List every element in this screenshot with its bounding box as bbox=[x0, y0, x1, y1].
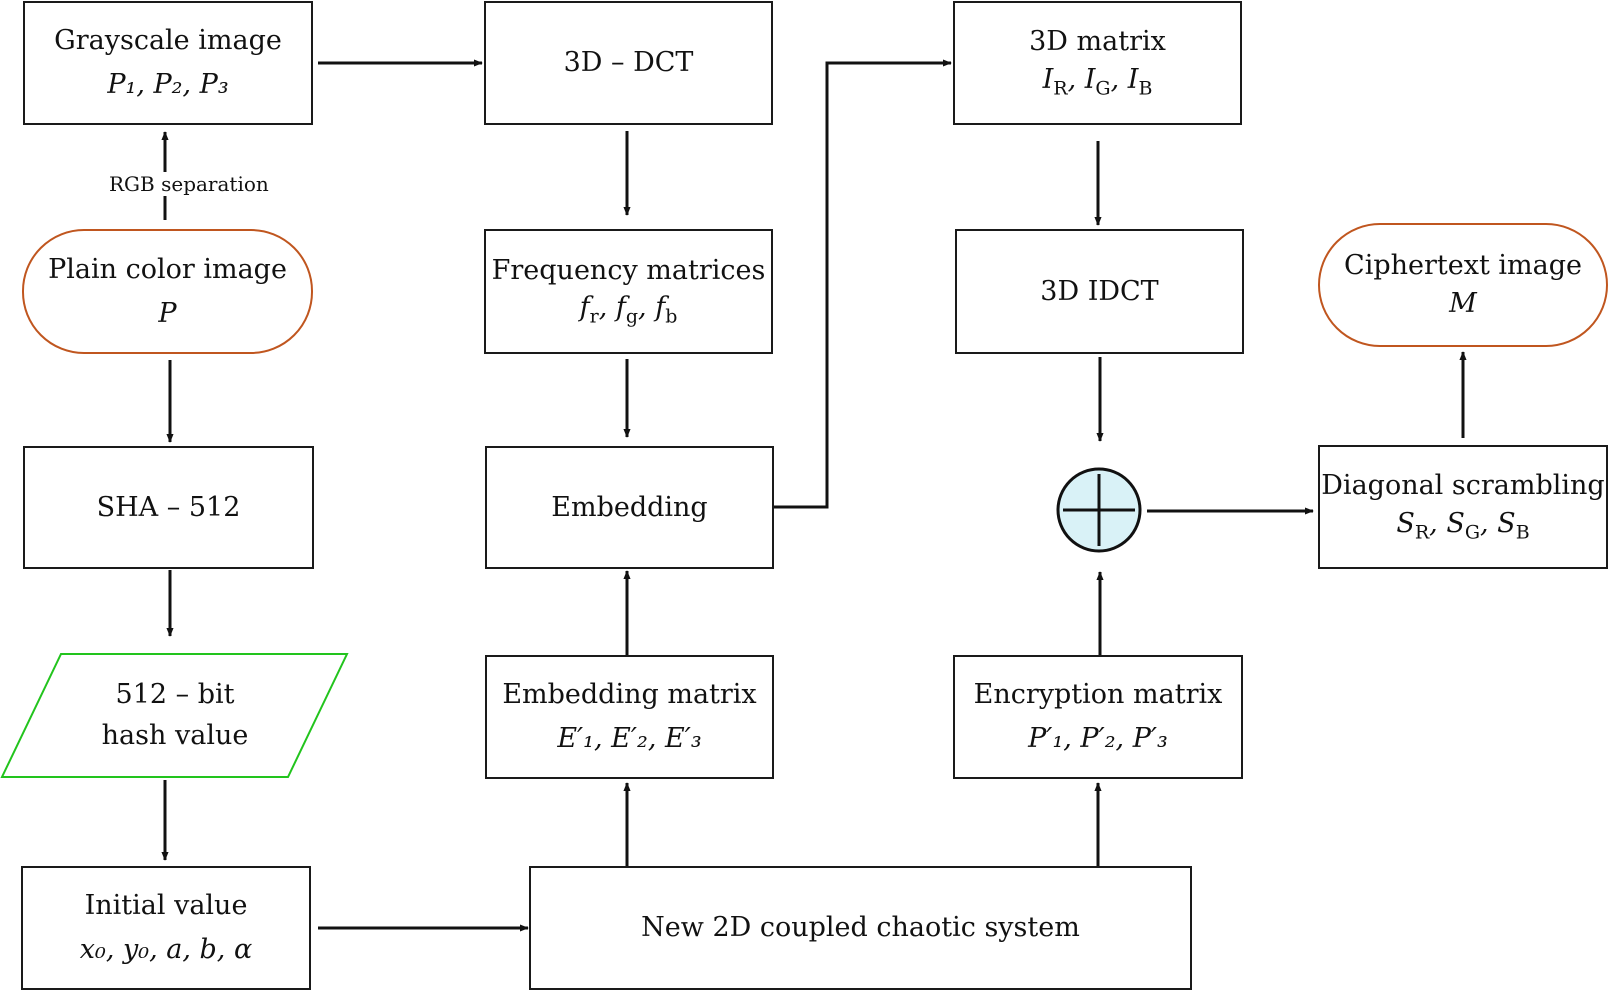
encryption-matrix-box: Encryption matrix P′₁, P′₂, P′₃ bbox=[953, 655, 1243, 779]
embmatrix-values: E′₁, E′₂, E′₃ bbox=[557, 723, 702, 754]
encmatrix-values: P′₁, P′₂, P′₃ bbox=[1028, 723, 1168, 754]
grayscale-image-box: Grayscale image P₁, P₂, P₃ bbox=[23, 1, 313, 125]
initial-value-box: Initial value x₀, y₀, a, b, α bbox=[21, 866, 311, 990]
plain-symbol: P bbox=[158, 297, 177, 329]
rgb-separation-label: RGB separation bbox=[107, 172, 271, 196]
diagonal-channels: SR, SG, SB bbox=[1396, 507, 1530, 544]
hash-value-label: 512 – bit hash value bbox=[61, 654, 289, 777]
freq-title: Frequency matrices bbox=[491, 254, 766, 286]
matrix3d-box: 3D matrix IR, IG, IB bbox=[953, 1, 1242, 125]
embmatrix-title: Embedding matrix bbox=[502, 679, 757, 711]
embedding-matrix-box: Embedding matrix E′₁, E′₂, E′₃ bbox=[485, 655, 774, 779]
dct-title: 3D – DCT bbox=[563, 47, 694, 79]
chaotic-title: New 2D coupled chaotic system bbox=[641, 912, 1080, 944]
chaotic-system-box: New 2D coupled chaotic system bbox=[529, 866, 1192, 990]
embedding-title: Embedding bbox=[551, 491, 708, 523]
embedding-box: Embedding bbox=[485, 446, 774, 569]
hash-line1: 512 – bit bbox=[115, 679, 235, 710]
hash-value-parallelogram bbox=[0, 653, 349, 778]
sha512-box: SHA – 512 bbox=[23, 446, 314, 569]
initial-title: Initial value bbox=[84, 890, 248, 922]
xor-operator-icon bbox=[1056, 467, 1142, 553]
matrix3d-channels: IR, IG, IB bbox=[1042, 63, 1153, 100]
plain-color-image-terminal: Plain color image P bbox=[22, 229, 313, 354]
freq-channels: fr, fg, fb bbox=[579, 292, 678, 328]
frequency-matrices-box: Frequency matrices fr, fg, fb bbox=[484, 229, 773, 354]
cipher-symbol: M bbox=[1449, 288, 1477, 319]
sha-title: SHA – 512 bbox=[96, 491, 241, 523]
diagonal-title: Diagonal scrambling bbox=[1321, 470, 1605, 502]
matrix3d-title: 3D matrix bbox=[1029, 26, 1166, 58]
grayscale-title: Grayscale image bbox=[54, 25, 282, 57]
encmatrix-title: Encryption matrix bbox=[973, 679, 1223, 711]
idct-box: 3D IDCT bbox=[955, 229, 1244, 354]
hash-line2: hash value bbox=[101, 719, 249, 751]
initial-params: x₀, y₀, a, b, α bbox=[79, 934, 253, 965]
ciphertext-image-terminal: Ciphertext image M bbox=[1318, 223, 1608, 347]
arrow-embedding-to-matrix3d bbox=[773, 59, 952, 509]
idct-title: 3D IDCT bbox=[1040, 275, 1159, 307]
plain-title: Plain color image bbox=[48, 253, 287, 285]
dct-box: 3D – DCT bbox=[484, 1, 773, 125]
grayscale-channels: P₁, P₂, P₃ bbox=[107, 69, 229, 100]
diagonal-scrambling-box: Diagonal scrambling SR, SG, SB bbox=[1318, 445, 1608, 569]
cipher-title: Ciphertext image bbox=[1344, 250, 1582, 282]
